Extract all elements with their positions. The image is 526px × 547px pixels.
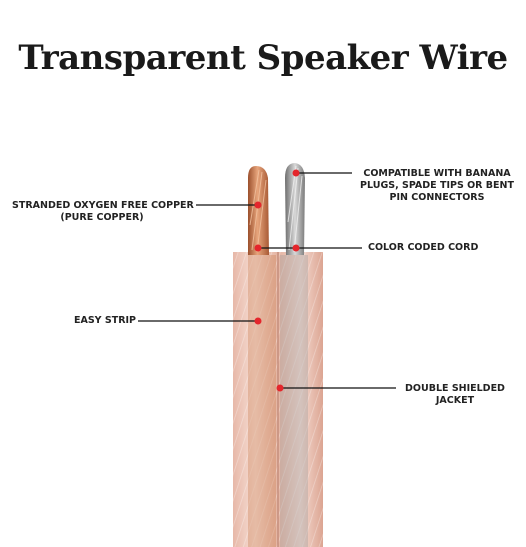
marker-color-coded-left (254, 244, 262, 252)
copper-conductor (248, 166, 269, 255)
label-double-shielded-line1: DOUBLE SHIELDED (405, 383, 505, 394)
marker-double-shielded (276, 384, 284, 392)
marker-compatible (292, 169, 300, 177)
label-color-coded: COLOR CODED CORD (368, 242, 479, 253)
label-double-shielded: DOUBLE SHIELDED JACKET (398, 383, 512, 407)
label-double-shielded-line2: JACKET (435, 395, 475, 406)
marker-color-coded-right (292, 244, 300, 252)
marker-easy-strip (254, 317, 262, 325)
label-compatible-line3: PIN CONNECTORS (389, 192, 485, 203)
page-title: Transparent Speaker Wire (18, 38, 508, 78)
label-stranded-line2: (PURE COPPER) (60, 212, 144, 223)
marker-stranded (254, 201, 262, 209)
label-stranded: STRANDED OXYGEN FREE COPPER (PURE COPPER… (12, 200, 194, 224)
label-compatible-line2: PLUGS, SPADE TIPS OR BENT (360, 180, 514, 191)
copper-strand-lines (249, 169, 267, 253)
silver-conductor (285, 163, 305, 255)
silver-core-inside (280, 255, 308, 547)
label-compatible: COMPATIBLE WITH BANANA PLUGS, SPADE TIPS… (354, 168, 520, 204)
label-easy-strip: EASY STRIP (74, 315, 137, 326)
label-stranded-line1: STRANDED OXYGEN FREE COPPER (12, 200, 194, 211)
copper-core-inside (248, 255, 276, 547)
label-compatible-line1: COMPATIBLE WITH BANANA (363, 168, 511, 179)
